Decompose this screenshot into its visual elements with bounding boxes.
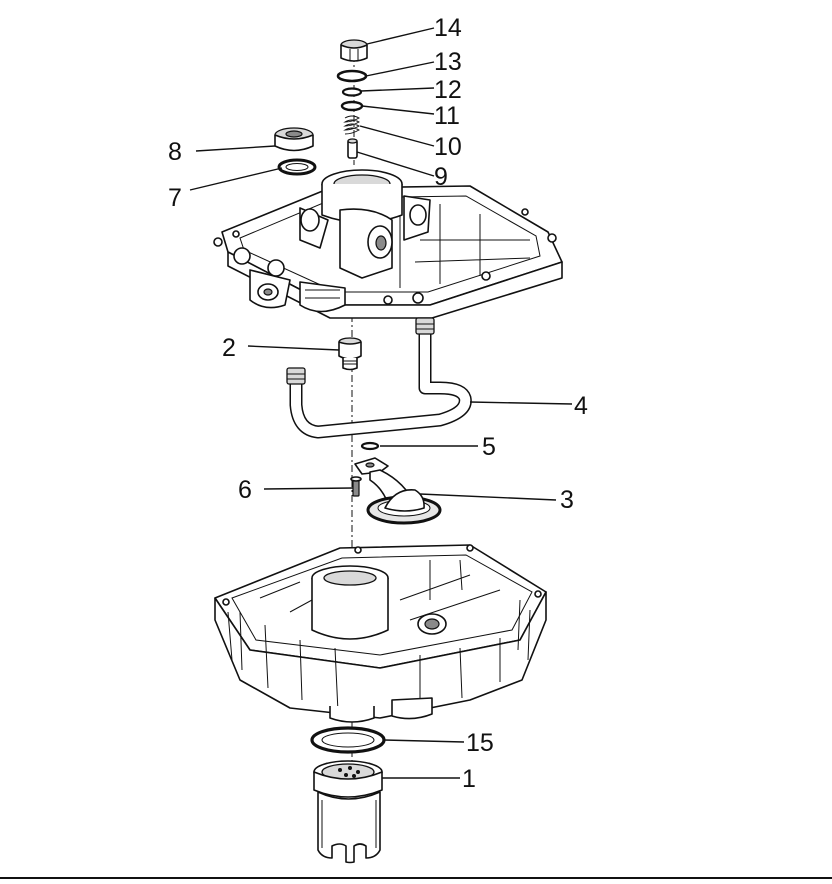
part-2-fitting	[338, 337, 362, 371]
part-12-o-ring	[341, 87, 363, 97]
part-3-oil-strainer	[354, 457, 442, 525]
label-5: 5	[482, 433, 496, 461]
label-4: 4	[574, 392, 588, 420]
label-8: 8	[168, 138, 182, 166]
part-10-spring	[343, 115, 361, 135]
label-11: 11	[434, 102, 460, 130]
label-10: 10	[434, 133, 462, 161]
part-labels: 14 13 12 11 10 9 8 7 2 4 5 6 3 15 1	[168, 14, 588, 793]
label-12: 12	[434, 76, 462, 104]
part-6-screw	[350, 476, 362, 497]
label-3: 3	[560, 486, 574, 514]
label-2: 2	[222, 334, 236, 362]
leader-lines	[189, 27, 573, 779]
label-7: 7	[168, 184, 182, 212]
upper-housing	[213, 169, 563, 319]
part-13-washer	[336, 69, 368, 83]
part-15-gasket	[310, 726, 386, 754]
lower-oil-pan	[214, 544, 547, 723]
part-7-seal-ring	[277, 158, 317, 176]
part-8-plug	[274, 127, 314, 152]
part-9-valve-piston	[347, 138, 358, 159]
part-11-washer	[340, 100, 364, 112]
part-5-o-ring	[360, 441, 380, 451]
label-14: 14	[434, 14, 462, 42]
label-9: 9	[434, 163, 448, 191]
part-14-plug-bolt	[340, 39, 368, 62]
label-15: 15	[466, 729, 494, 757]
part-4-oil-pipe	[286, 317, 472, 439]
label-6: 6	[238, 476, 252, 504]
label-13: 13	[434, 48, 462, 76]
part-1-oil-filter	[313, 760, 383, 864]
label-1: 1	[462, 765, 476, 793]
